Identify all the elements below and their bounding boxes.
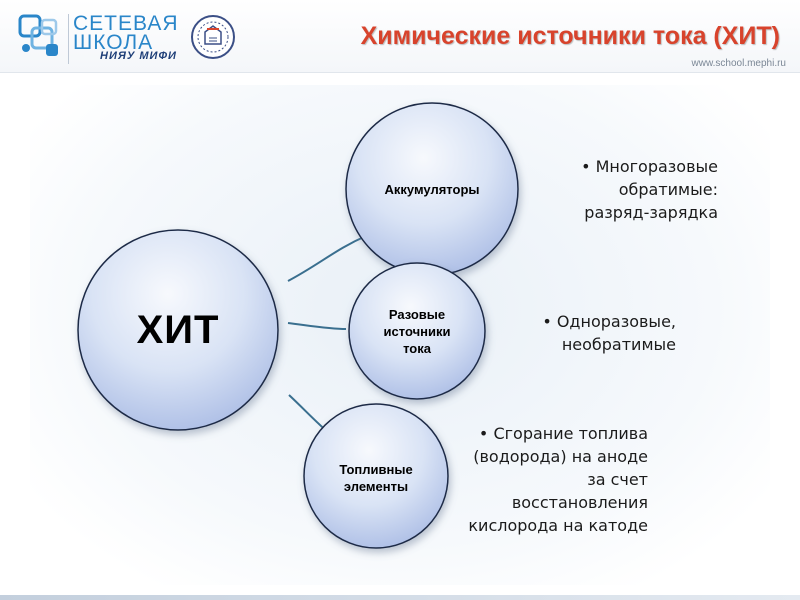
center-circle: [77, 229, 279, 431]
node-label-accumulators: Аккумуляторы: [352, 176, 512, 202]
center-label: ХИТ: [136, 307, 220, 352]
logo-divider: [68, 14, 69, 64]
university-seal-icon: [191, 15, 235, 59]
note-primary-sources: • Одноразовые, необратимые: [518, 310, 676, 356]
node-label-line: Разовые: [388, 306, 446, 322]
note-line: • Многоразовые: [581, 157, 718, 176]
connector-top: [287, 235, 367, 282]
logo-line-1: СЕТЕВАЯ: [73, 12, 179, 35]
node-label-line: элементы: [343, 479, 409, 494]
logo-subtitle: НИЯУ МИФИ: [100, 50, 177, 62]
header-bar: СЕТЕВАЯ ШКОЛА НИЯУ МИФИ Химические источ…: [0, 0, 800, 72]
note-line: • Одноразовые,: [542, 312, 676, 331]
node-label-line: источники: [383, 323, 451, 339]
note-line: разряд-зарядка: [584, 203, 718, 222]
note-line: кислорода на катоде: [468, 516, 648, 535]
node-label-fuel-cells: Топливные элементы: [306, 458, 446, 498]
node-circle-fuel-cells: [303, 403, 449, 549]
slide-title: Химические источники тока (ХИТ): [360, 22, 780, 50]
note-line: восстановления: [511, 493, 648, 512]
connector-middle: [287, 322, 347, 330]
note-fuel-cells: • Сгорание топлива (водорода) на аноде з…: [452, 422, 648, 537]
node-circle-primary-sources: [348, 262, 486, 400]
node-label-line: Аккумуляторы: [384, 181, 480, 197]
note-accumulators: • Многоразовые обратимые: разряд-зарядка: [540, 155, 718, 224]
logo-line-2: ШКОЛА: [73, 31, 154, 54]
footer-bar: [0, 595, 800, 600]
website-url: www.school.mephi.ru: [691, 58, 786, 69]
note-line: за счет: [587, 470, 648, 489]
node-label-line: тока: [403, 340, 431, 356]
node-label-primary-sources: Разовые источники тока: [352, 300, 482, 362]
network-school-logo-icon: [18, 14, 58, 56]
node-label-line: Топливные: [339, 462, 413, 477]
header-divider: [0, 72, 800, 73]
note-line: (водорода) на аноде: [473, 447, 648, 466]
note-line: обратимые:: [618, 180, 718, 199]
note-line: необратимые: [561, 335, 676, 354]
note-line: • Сгорание топлива: [478, 424, 648, 443]
